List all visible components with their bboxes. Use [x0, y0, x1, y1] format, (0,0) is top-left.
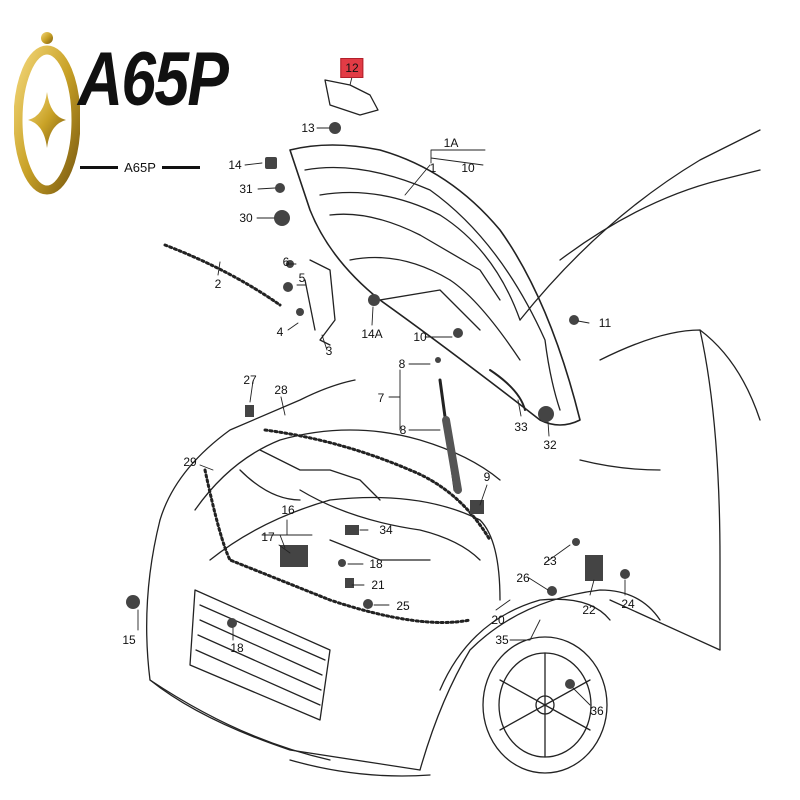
brand-rule-left — [80, 166, 119, 169]
callout-2: 2 — [214, 277, 222, 291]
callout-1a: 1A — [443, 136, 459, 150]
callout-14a: 14A — [361, 327, 383, 341]
callout-36: 36 — [590, 704, 604, 718]
callout-22: 22 — [582, 603, 596, 617]
callout-25: 25 — [396, 599, 410, 613]
callout-5: 5 — [298, 271, 306, 285]
callout-7: 7 — [377, 391, 385, 405]
engine-bay — [194, 429, 501, 601]
callout-28: 28 — [274, 383, 288, 397]
callout-13: 13 — [301, 121, 315, 135]
logo-star-icon — [28, 92, 66, 148]
callout-8-lower: 8 — [399, 423, 407, 437]
hood-seal — [163, 243, 492, 624]
callout-24: 24 — [621, 597, 635, 611]
brand-wordmark: A65P — [78, 37, 229, 122]
hinge-parts — [304, 79, 526, 411]
brand-logo-emblem — [14, 32, 80, 195]
callout-9: 9 — [483, 470, 491, 484]
callout-26: 26 — [516, 571, 530, 585]
logo-ring — [14, 45, 80, 195]
callout-8-upper: 8 — [398, 357, 406, 371]
open-hood — [289, 144, 581, 426]
callout-16: 16 — [281, 503, 295, 517]
gas-strut — [438, 378, 462, 494]
brand-subtitle: A65P — [124, 160, 156, 175]
callout-14: 14 — [228, 158, 242, 172]
callout-10-top: 10 — [461, 161, 475, 175]
leader-lines — [137, 76, 626, 706]
radiator — [189, 589, 331, 721]
callout-34: 34 — [379, 523, 393, 537]
callout-20: 20 — [491, 613, 505, 627]
small-fasteners — [126, 122, 630, 689]
brand-subtitle-row: A65P — [80, 160, 200, 175]
callout-4: 4 — [276, 325, 284, 339]
bumper-and-fender — [149, 598, 611, 777]
callout-11: 11 — [598, 316, 612, 330]
callout-12: 12 — [340, 58, 364, 78]
callout-3: 3 — [325, 344, 333, 358]
callout-29: 29 — [183, 455, 197, 469]
callout-6: 6 — [282, 255, 290, 269]
callout-15: 15 — [122, 633, 136, 647]
callout-30: 30 — [239, 211, 253, 225]
wheel — [482, 636, 608, 774]
callout-10: 10 — [413, 330, 427, 344]
callout-1: 1 — [429, 161, 437, 175]
callout-21: 21 — [371, 578, 385, 592]
callout-35: 35 — [495, 633, 509, 647]
callout-32: 32 — [543, 438, 557, 452]
callout-27: 27 — [243, 373, 257, 387]
callout-33: 33 — [514, 420, 528, 434]
callout-18-left: 18 — [230, 641, 244, 655]
callout-17: 17 — [261, 530, 275, 544]
brand-rule-right — [161, 166, 200, 169]
callout-18-right: 18 — [369, 557, 383, 571]
callout-31: 31 — [239, 182, 253, 196]
logo-top-dot — [41, 32, 53, 44]
callout-23: 23 — [543, 554, 557, 568]
